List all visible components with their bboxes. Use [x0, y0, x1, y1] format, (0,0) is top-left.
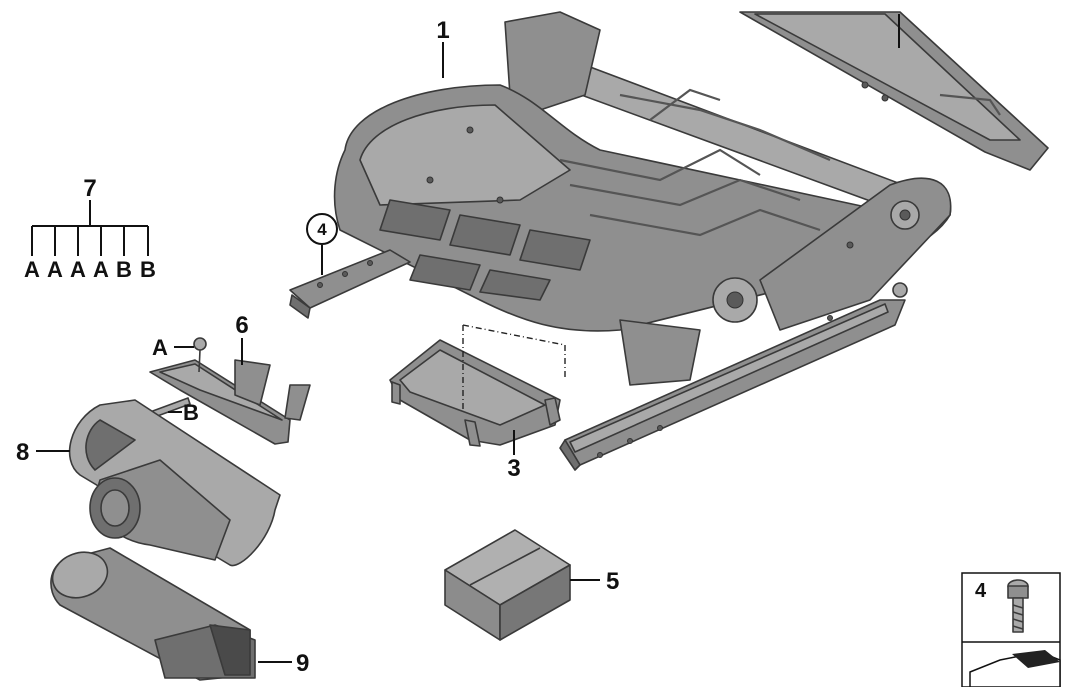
- bolt-icon: [1007, 579, 1029, 633]
- cover-8: [68, 399, 281, 567]
- seat-frame: [333, 11, 952, 386]
- callout-5: 5: [606, 568, 619, 595]
- left-seat-rail: [289, 249, 411, 319]
- callout-A: A: [152, 335, 168, 360]
- callout-4: 4: [317, 220, 327, 239]
- box-5: [444, 529, 571, 641]
- kit-letter: B: [140, 257, 156, 282]
- callout-7: 7: [83, 175, 96, 202]
- bracket-6: [149, 337, 311, 445]
- callout-8: 8: [16, 439, 29, 466]
- kit-letters: A A A A B B: [24, 257, 156, 282]
- kit-letter: A: [47, 257, 63, 282]
- top-right-rail: [739, 11, 1049, 171]
- callout-9: 9: [296, 650, 309, 677]
- callout-3: 3: [507, 455, 520, 482]
- kit-letter: A: [70, 257, 86, 282]
- leader-lines: [36, 42, 600, 663]
- kit-letter: B: [116, 257, 132, 282]
- kit-letter: A: [93, 257, 109, 282]
- callout-1: 1: [436, 17, 449, 44]
- callout-4-circle: [306, 213, 338, 245]
- kit-tree-7: [31, 200, 149, 256]
- callout-B: B: [183, 400, 199, 425]
- cylinder-9: [50, 547, 256, 681]
- bracket-3: [389, 324, 566, 447]
- pad-icon: [969, 650, 1061, 687]
- legend-box: 4: [961, 572, 1061, 687]
- right-seat-rail: [559, 282, 908, 471]
- legend-callout-4: 4: [975, 580, 987, 602]
- callout-6: 6: [235, 312, 248, 339]
- kit-letter: A: [24, 257, 40, 282]
